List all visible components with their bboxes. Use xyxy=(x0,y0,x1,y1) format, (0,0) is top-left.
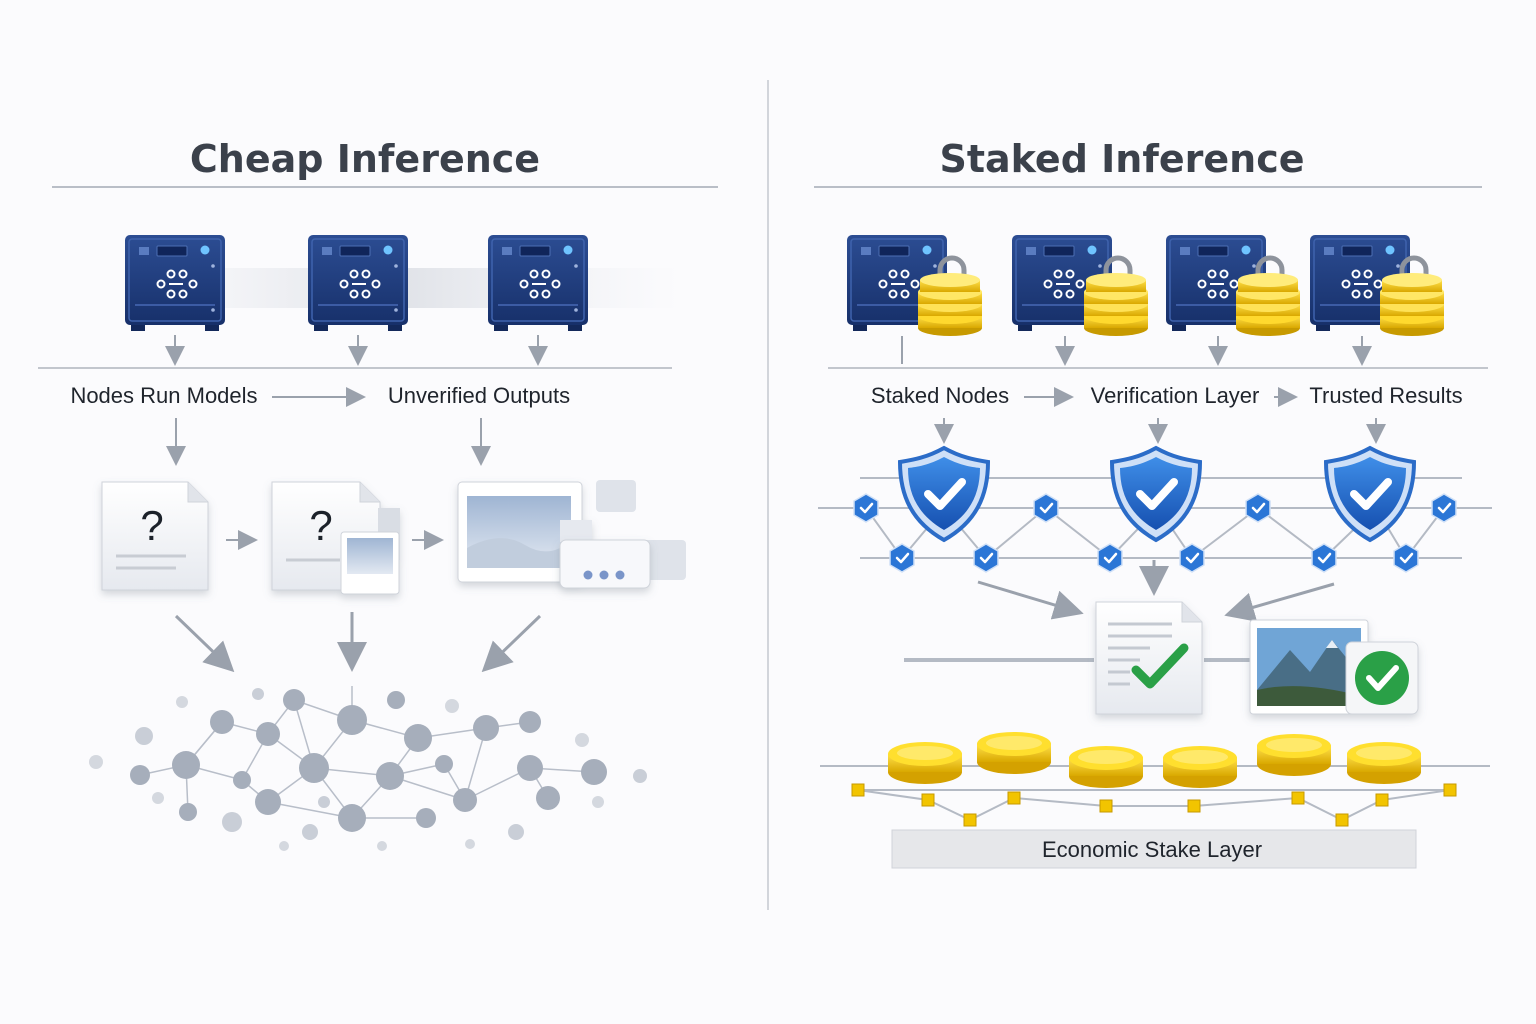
right-panel: Staked Inference Staked Nodes Verific xyxy=(814,137,1492,869)
hexagon-check-icon xyxy=(1032,492,1060,524)
verification-layer xyxy=(818,448,1492,574)
question-mark: ? xyxy=(309,502,332,549)
hexagon-check-icon xyxy=(972,542,1000,574)
label-unverified-outputs: Unverified Outputs xyxy=(388,383,570,408)
label-trusted-results: Trusted Results xyxy=(1309,383,1462,408)
server-icon xyxy=(307,234,409,332)
coin-icon xyxy=(1257,734,1331,776)
chat-bubble-icon xyxy=(559,539,651,589)
shield-check-icon xyxy=(900,448,988,540)
server-icon xyxy=(124,234,226,332)
hexagon-check-icon xyxy=(1430,492,1458,524)
question-mark: ? xyxy=(140,502,163,549)
left-panel: Cheap Inference Nodes Run Models Unverif… xyxy=(38,137,718,851)
coin-icon xyxy=(1069,746,1143,788)
label-verification-layer: Verification Layer xyxy=(1091,383,1260,408)
right-title: Staked Inference xyxy=(940,137,1305,181)
economic-stake-layer: Economic Stake Layer xyxy=(820,732,1490,869)
image-icon xyxy=(347,538,393,574)
network-graph-icon xyxy=(89,686,647,851)
verified-document-icon xyxy=(1095,601,1203,715)
coin-icon xyxy=(888,742,962,784)
staked-server xyxy=(1309,234,1444,336)
server-icon xyxy=(487,234,589,332)
stake-layer-bar xyxy=(891,829,1417,869)
shield-check-icon xyxy=(1112,448,1200,540)
coin-icon xyxy=(977,732,1051,774)
hexagon-check-icon xyxy=(852,492,880,524)
output-cluster xyxy=(457,480,686,589)
coin-icon xyxy=(1163,746,1237,788)
label-economic-stake-layer: Economic Stake Layer xyxy=(1042,837,1262,862)
hexagon-check-icon xyxy=(1392,542,1420,574)
staked-server xyxy=(1165,234,1300,336)
staked-server xyxy=(846,234,982,336)
staked-server xyxy=(1011,234,1148,336)
hexagon-check-icon xyxy=(1310,542,1338,574)
hexagon-check-icon xyxy=(888,542,916,574)
document-icon: ? xyxy=(271,481,400,595)
verified-image-icon xyxy=(1249,619,1419,715)
label-nodes-run-models: Nodes Run Models xyxy=(70,383,257,408)
label-staked-nodes: Staked Nodes xyxy=(871,383,1009,408)
shield-check-icon xyxy=(1326,448,1414,540)
document-icon: ? xyxy=(101,481,209,591)
hexagon-check-icon xyxy=(1178,542,1206,574)
hexagon-check-icon xyxy=(1244,492,1272,524)
hexagon-check-icon xyxy=(1096,542,1124,574)
left-title: Cheap Inference xyxy=(190,137,540,181)
coin-icon xyxy=(1347,742,1421,784)
